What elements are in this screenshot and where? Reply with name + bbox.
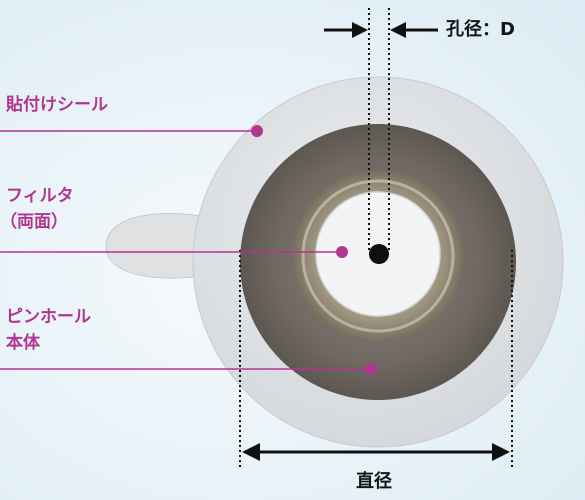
label-filter-line1: フィルタ [6, 186, 74, 206]
hole-dim-arrow-right [390, 22, 438, 38]
label-filter-line2: （両面） [0, 212, 68, 232]
hole-dim-arrow-left [324, 22, 368, 38]
diameter-dim-arrow [242, 443, 510, 461]
label-diameter: 直径 [356, 471, 392, 492]
label-hole-diameter: 孔径：D [446, 19, 515, 40]
sticker-tab [105, 213, 216, 279]
label-body-line2: 本体 [6, 333, 40, 353]
inner-ring-edge [301, 179, 455, 333]
callout-dot-body [365, 363, 377, 375]
callout-dot-sticker [251, 125, 263, 137]
label-body-line1: ピンホール [6, 307, 91, 327]
callout-dot-filter [336, 246, 348, 258]
pinhole-dot [369, 244, 389, 264]
label-sticker: 貼付けシール [6, 95, 108, 115]
